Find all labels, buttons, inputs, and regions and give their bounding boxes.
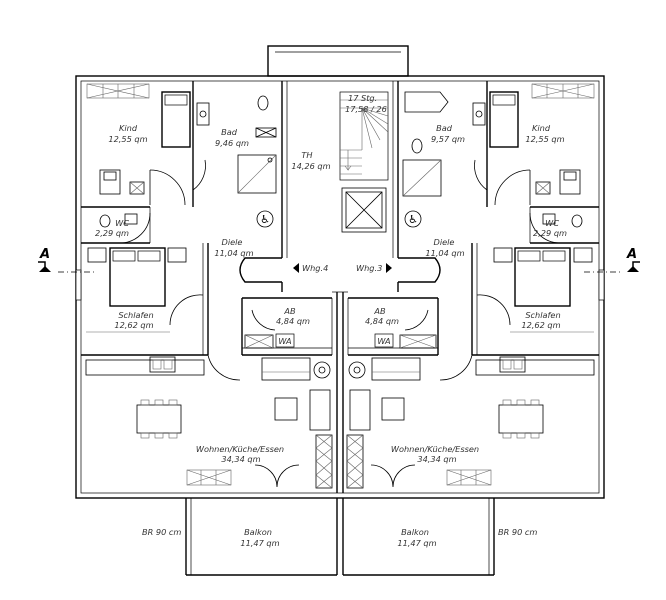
left-living-furniture <box>85 356 333 489</box>
room-ab-right-area: 4,84 qm <box>365 316 399 326</box>
room-balkon-left-area: 11,47 qm <box>240 538 279 548</box>
balconies <box>185 498 495 576</box>
wa-label-right: WA <box>377 336 391 346</box>
svg-text:♿: ♿ <box>260 213 270 226</box>
right-schlafen-furniture <box>493 247 594 333</box>
room-wc-right-name: WC <box>545 218 559 228</box>
room-wc-left-name: WC <box>115 218 129 228</box>
room-ab-left-area: 4,84 qm <box>276 316 310 326</box>
room-kind-left-name: Kind <box>119 123 138 133</box>
room-wohnen-right-name: Wohnen/Küche/Essen <box>391 444 479 454</box>
left-interior-walls <box>81 81 333 356</box>
right-kind-furniture <box>489 91 581 195</box>
room-ab-left-name: AB <box>283 306 296 316</box>
left-schlafen-furniture <box>86 247 187 333</box>
room-bad-right-name: Bad <box>436 123 453 133</box>
stairs-steps: 17 Stg. <box>348 93 377 103</box>
room-schlafen-right-area: 12,62 qm <box>521 320 560 330</box>
arrow-left-icon <box>293 263 299 273</box>
apartment-label-left: Whg.4 <box>302 263 328 273</box>
wa-label-left: WA <box>278 336 292 346</box>
staircase <box>339 91 389 181</box>
room-balkon-right-area: 11,47 qm <box>397 538 436 548</box>
room-diele-left-name: Diele <box>222 237 243 247</box>
room-balkon-left-name: Balkon <box>244 527 272 537</box>
svg-text:♿: ♿ <box>408 213 418 226</box>
room-ab-right-name: AB <box>373 306 386 316</box>
room-bad-right-area: 9,57 qm <box>431 134 465 144</box>
room-wc-right-area: 2,29 qm <box>533 228 567 238</box>
right-living-furniture <box>346 356 595 489</box>
room-balkon-right-name: Balkon <box>401 527 429 537</box>
section-mark-right: A <box>626 247 637 262</box>
room-schlafen-left-area: 12,62 qm <box>114 320 153 330</box>
section-mark-left: A <box>39 247 50 262</box>
apartment-label-right: Whg.3 <box>356 263 382 273</box>
room-schlafen-right-name: Schlafen <box>525 310 560 320</box>
room-diele-left-area: 11,04 qm <box>214 248 253 258</box>
room-bad-left-area: 9,46 qm <box>215 138 249 148</box>
left-bath-fixtures: ♿ <box>99 95 277 228</box>
room-kind-right-area: 12,55 qm <box>525 134 564 144</box>
br-note-right: BR 90 cm <box>498 527 537 537</box>
ab-wa-fixtures <box>244 334 437 349</box>
room-th-area: 14,26 qm <box>291 161 330 171</box>
br-note-left: BR 90 cm <box>142 527 181 537</box>
section-cut <box>38 261 640 273</box>
room-wc-left-area: 2,29 qm <box>95 228 129 238</box>
room-kind-right-name: Kind <box>532 123 551 133</box>
party-wall <box>336 292 344 493</box>
wa-box-right <box>374 333 394 348</box>
windows <box>75 83 605 486</box>
corridor-landing <box>239 257 441 293</box>
room-kind-left-area: 12,55 qm <box>108 134 147 144</box>
room-bad-left-name: Bad <box>221 127 238 137</box>
stairs-ratio: 17,58 / 26 <box>345 104 387 114</box>
arrow-right-icon <box>386 263 392 273</box>
room-th-name: TH <box>301 150 312 160</box>
stairwell-walls <box>281 81 399 258</box>
room-wohnen-left-area: 34,34 qm <box>221 454 260 464</box>
room-schlafen-left-name: Schlafen <box>118 310 153 320</box>
right-interior-walls <box>347 81 599 356</box>
room-wohnen-left-name: Wohnen/Küche/Essen <box>196 444 284 454</box>
room-wohnen-right-area: 34,34 qm <box>417 454 456 464</box>
elevator <box>341 187 387 233</box>
doors <box>119 159 561 488</box>
room-diele-right-area: 11,04 qm <box>425 248 464 258</box>
top-projection <box>267 45 409 77</box>
room-diele-right-name: Diele <box>434 237 455 247</box>
right-bath-fixtures: ♿ <box>402 91 583 228</box>
left-kind-furniture <box>99 91 191 195</box>
wa-box-left <box>275 333 295 348</box>
